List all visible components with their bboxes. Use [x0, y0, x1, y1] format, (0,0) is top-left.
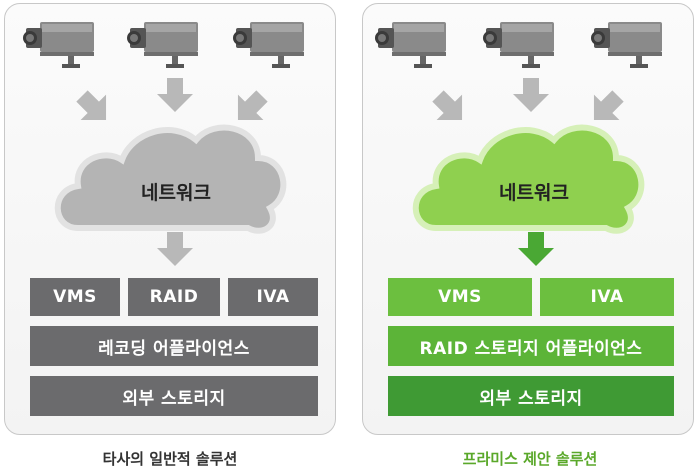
- left-arrow-diag-1: [69, 83, 119, 133]
- left-block-raid: RAID: [128, 278, 220, 316]
- right-camera-3: [591, 22, 662, 68]
- right-block-raid-storage-appliance: RAID 스토리지 어플라이언스: [388, 326, 674, 366]
- right-arrow-cloud-down: [518, 232, 554, 266]
- right-block-external-storage: 외부 스토리지: [388, 376, 674, 416]
- left-cloud-label: 네트워크: [141, 182, 211, 204]
- right-camera-2: [483, 22, 554, 68]
- right-block-iva: IVA: [540, 278, 674, 316]
- left-block-vms: VMS: [30, 278, 120, 316]
- left-camera-2: [127, 22, 198, 68]
- left-cloud: [54, 124, 287, 234]
- right-arrow-diag-1: [425, 83, 475, 133]
- left-block-iva: IVA: [228, 278, 318, 316]
- left-camera-1: [23, 22, 94, 68]
- left-arrow-diag-2: [225, 83, 275, 133]
- right-cloud-label: 네트워크: [499, 182, 569, 204]
- left-block-external-storage: 외부 스토리지: [30, 376, 318, 416]
- left-block-recording-appliance: 레코딩 어플라이언스: [30, 326, 318, 366]
- right-arrow-down: [513, 78, 549, 112]
- left-camera-3: [233, 22, 304, 68]
- right-block-vms: VMS: [388, 278, 532, 316]
- left-caption: 타사의 일반적 솔루션: [102, 450, 238, 468]
- right-camera-1: [375, 22, 446, 68]
- left-arrow-cloud-down: [157, 232, 193, 266]
- right-caption: 프라미스 제안 솔루션: [462, 450, 598, 468]
- right-cloud: [412, 124, 645, 234]
- left-arrow-down: [157, 78, 193, 112]
